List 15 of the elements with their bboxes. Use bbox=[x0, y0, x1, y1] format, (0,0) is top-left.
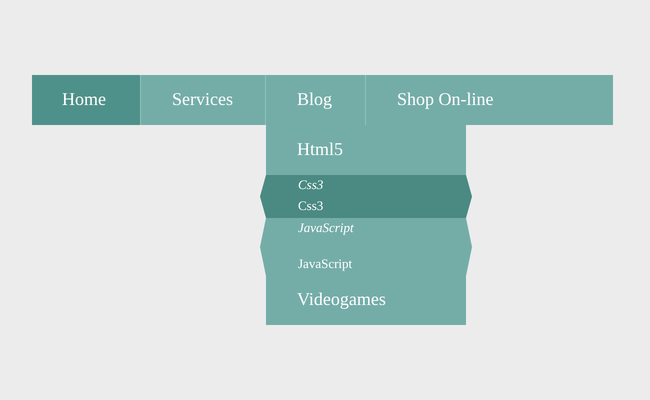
dropdown-item bbox=[266, 125, 466, 175]
menu-label: Shop On-line bbox=[397, 89, 494, 110]
menu-label: Html5 bbox=[297, 139, 344, 160]
dropdown-item bbox=[260, 175, 472, 218]
menu-label: Videogames bbox=[297, 289, 386, 310]
dropdown-item bbox=[260, 218, 472, 276]
dropdown-item bbox=[266, 275, 466, 325]
menu-label: JavaScript bbox=[298, 220, 354, 236]
menu-label: Css3 bbox=[298, 198, 324, 214]
menu-label: JavaScript bbox=[298, 256, 352, 272]
menu-tab bbox=[32, 75, 140, 125]
menu-label: Css3 bbox=[298, 177, 324, 193]
menu-label: Blog bbox=[297, 89, 332, 110]
menu-label: Home bbox=[62, 89, 106, 110]
menu-label: Services bbox=[172, 89, 233, 110]
